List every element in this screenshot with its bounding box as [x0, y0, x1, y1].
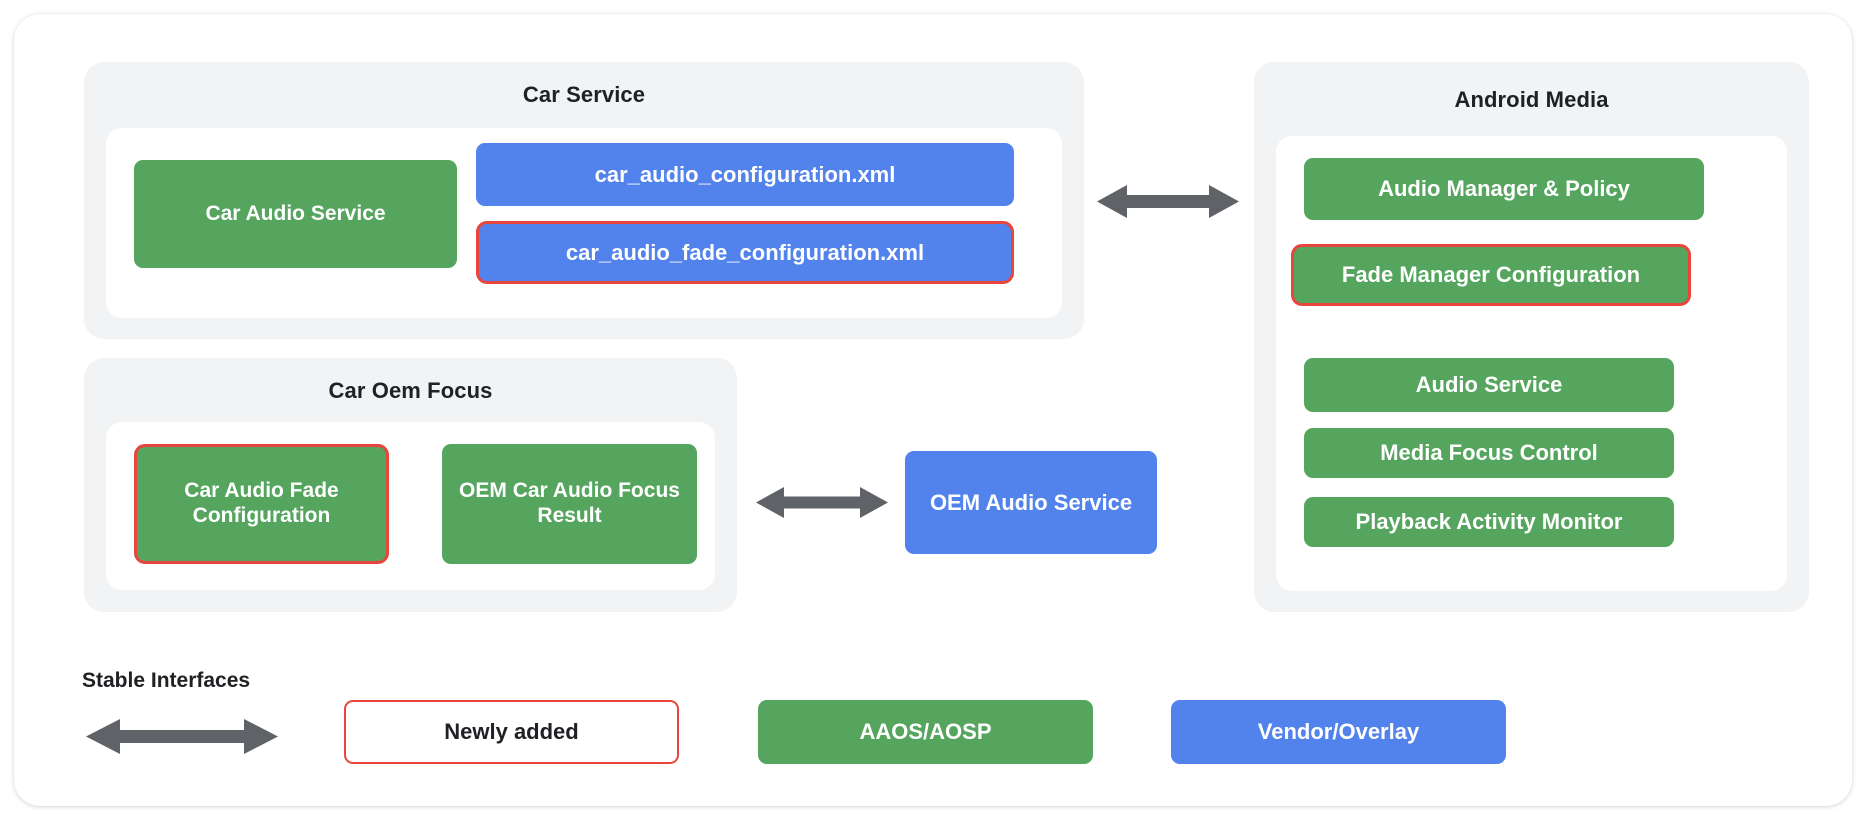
- node-oem-car-audio-focus-result[interactable]: OEM Car Audio Focus Result: [442, 444, 697, 564]
- node-car-audio-fade-configuration-xml-label: car_audio_fade_configuration.xml: [565, 239, 925, 265]
- node-car-audio-fade-configuration[interactable]: Car Audio Fade Configuration: [134, 444, 389, 564]
- group-car-service: Car Service Car Audio Service car_audio_…: [84, 62, 1084, 339]
- diagram-card: Car Service Car Audio Service car_audio_…: [14, 14, 1852, 806]
- node-car-audio-configuration-xml[interactable]: car_audio_configuration.xml: [476, 143, 1014, 206]
- legend-item-vendor-overlay-label: Vendor/Overlay: [1257, 719, 1420, 745]
- node-car-audio-service[interactable]: Car Audio Service: [134, 160, 457, 268]
- legend-item-aaos-aosp-label: AAOS/AOSP: [859, 719, 992, 745]
- group-android-media-title: Android Media: [1454, 87, 1609, 112]
- node-oem-audio-service-label: OEM Audio Service: [929, 489, 1133, 515]
- car-oem-focus-inner-card: Car Audio Fade Configuration OEM Car Aud…: [106, 422, 715, 590]
- legend-item-newly-added-label: Newly added: [444, 719, 579, 745]
- double-arrow-icon: [1097, 185, 1239, 218]
- double-arrow-icon: [86, 719, 278, 754]
- connector-car-service-to-android-media-arrow: [1093, 179, 1243, 224]
- node-oem-audio-service[interactable]: OEM Audio Service: [905, 451, 1157, 554]
- node-car-audio-service-label: Car Audio Service: [205, 201, 386, 225]
- node-audio-manager-and-policy-label: Audio Manager & Policy: [1378, 176, 1630, 202]
- group-car-oem-focus: Car Oem Focus Car Audio Fade Configurati…: [84, 358, 737, 612]
- node-car-audio-fade-configuration-xml[interactable]: car_audio_fade_configuration.xml: [476, 221, 1014, 284]
- node-playback-activity-monitor-label: Playback Activity Monitor: [1355, 509, 1623, 535]
- node-car-audio-fade-configuration-label: Car Audio Fade Configuration: [184, 479, 339, 527]
- double-arrow-icon: [756, 487, 888, 518]
- group-car-oem-focus-title: Car Oem Focus: [328, 378, 493, 403]
- group-android-media: Android Media Audio Manager & Policy Fad…: [1254, 62, 1809, 612]
- node-audio-service[interactable]: Audio Service: [1304, 358, 1674, 412]
- car-service-inner-card: Car Audio Service car_audio_configuratio…: [106, 128, 1062, 318]
- legend-item-newly-added[interactable]: Newly added: [344, 700, 679, 764]
- node-media-focus-control-label: Media Focus Control: [1380, 440, 1598, 466]
- group-car-service-title: Car Service: [522, 82, 646, 107]
- node-car-audio-configuration-xml-label: car_audio_configuration.xml: [594, 161, 896, 187]
- legend-title: Stable Interfaces: [82, 669, 251, 692]
- node-fade-manager-configuration[interactable]: Fade Manager Configuration: [1291, 244, 1691, 306]
- node-media-focus-control[interactable]: Media Focus Control: [1304, 428, 1674, 478]
- node-audio-service-label: Audio Service: [1415, 372, 1563, 398]
- legend-item-vendor-overlay[interactable]: Vendor/Overlay: [1171, 700, 1506, 764]
- connector-car-oem-focus-to-oem-audio-service-arrow: [752, 480, 892, 525]
- node-audio-manager-and-policy[interactable]: Audio Manager & Policy: [1304, 158, 1704, 220]
- legend-stable-interfaces-arrow: [82, 714, 282, 759]
- node-fade-manager-configuration-label: Fade Manager Configuration: [1341, 262, 1641, 288]
- node-playback-activity-monitor[interactable]: Playback Activity Monitor: [1304, 497, 1674, 547]
- node-oem-car-audio-focus-result-label: OEM Car Audio Focus Result: [459, 479, 680, 527]
- android-media-inner-card: Audio Manager & Policy Fade Manager Conf…: [1276, 136, 1787, 591]
- legend-item-aaos-aosp[interactable]: AAOS/AOSP: [758, 700, 1093, 764]
